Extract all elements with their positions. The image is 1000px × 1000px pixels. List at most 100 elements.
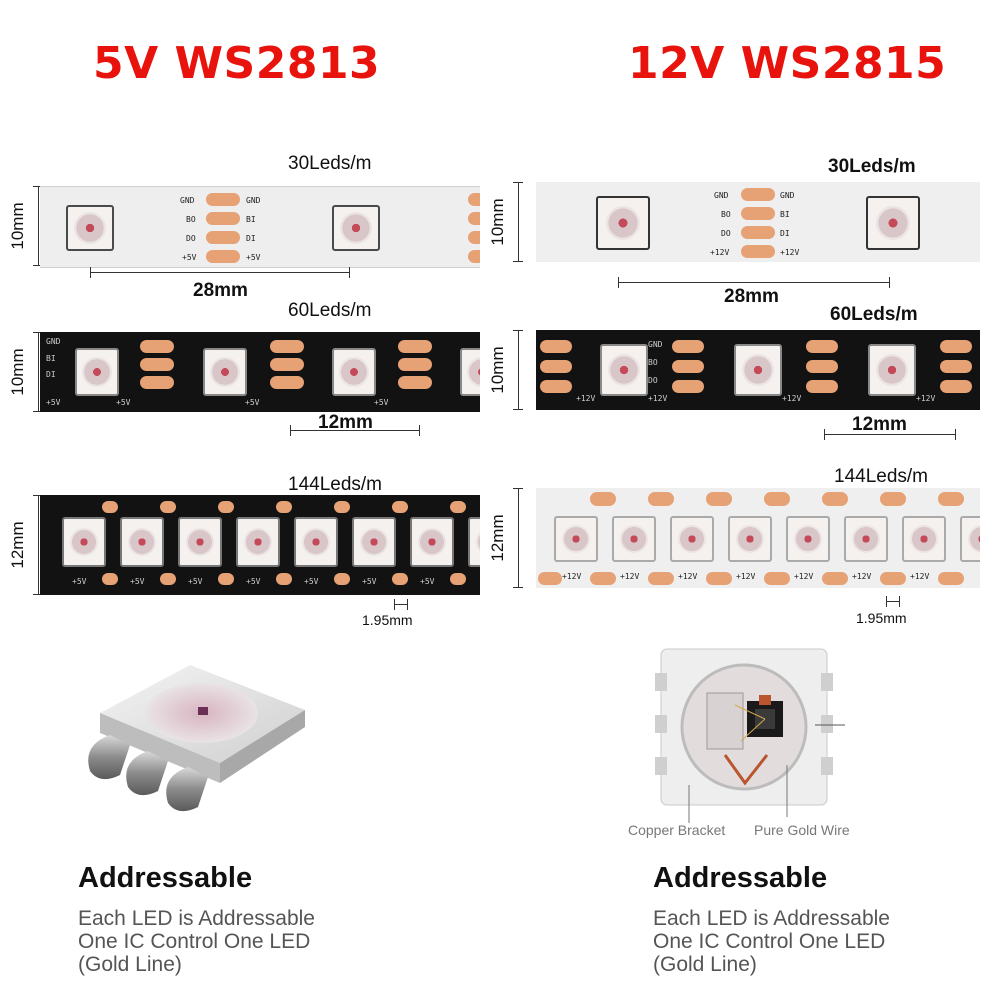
led-chip (902, 516, 946, 562)
right-strip-30: GND BO DO +12V GND BI DI +12V (536, 182, 980, 262)
left-pitch-60: 12mm (318, 412, 373, 433)
led-chip (844, 516, 888, 562)
pcb-label: +5V (130, 577, 145, 586)
pcb-label: +5V (245, 398, 260, 407)
pcb-label: +12V (782, 394, 802, 403)
led-chip (468, 517, 480, 567)
led-chip (554, 516, 598, 562)
pcb-label: +5V (246, 253, 261, 262)
led-internal-diagram (655, 648, 845, 823)
caption-pure-gold-wire: Pure Gold Wire (754, 822, 850, 838)
pcb-label: +5V (420, 577, 435, 586)
right-heading: Addressable (653, 862, 828, 894)
pcb-label: +5V (182, 253, 197, 262)
led-chip (612, 516, 656, 562)
pcb-label: +12V (678, 572, 698, 581)
right-width-144: 12mm (488, 514, 507, 562)
pcb-label: BO (186, 215, 196, 224)
pcb-label: +12V (780, 248, 800, 257)
left-strip-144: +5V +5V +5V +5V +5V +5V +5V (40, 495, 480, 595)
pcb-label: +12V (916, 394, 936, 403)
pcb-label: +12V (910, 572, 930, 581)
pcb-label: GND (714, 191, 729, 200)
left-gap-bar-144 (394, 599, 408, 610)
pcb-label: GND (648, 340, 663, 349)
right-density-144: 144Leds/m (834, 466, 929, 487)
pcb-label: GND (180, 196, 195, 205)
pcb-label: GND (246, 196, 261, 205)
pcb-label: GND (780, 191, 795, 200)
led-chip (728, 516, 772, 562)
led-chip (410, 517, 454, 567)
left-gap-144: 1.95mm (362, 612, 413, 628)
pcb-label: +5V (246, 577, 261, 586)
right-pitch-30: 28mm (724, 286, 779, 307)
led-chip (868, 344, 916, 396)
right-width-bar-144 (513, 488, 523, 588)
led-chip (734, 344, 782, 396)
left-heading: Addressable (78, 862, 253, 894)
left-title: 5V WS2813 (93, 38, 381, 89)
led-chip (352, 517, 396, 567)
left-strip-60: GND BI DI +5V +5V +5V +5V (40, 332, 480, 412)
pcb-label: BI (780, 210, 790, 219)
right-desc-3: (Gold Line) (653, 953, 757, 976)
pcb-label: BO (648, 358, 658, 367)
led-chip (62, 517, 106, 567)
pcb-label: +5V (116, 398, 131, 407)
right-desc-1: Each LED is Addressable (653, 907, 890, 930)
right-width-30: 10mm (488, 198, 507, 246)
led-chip (596, 196, 650, 250)
left-width-30: 10mm (8, 202, 27, 250)
pcb-label: +5V (188, 577, 203, 586)
left-density-30: 30Leds/m (288, 153, 372, 174)
led-chip (178, 517, 222, 567)
left-desc-3: (Gold Line) (78, 953, 182, 976)
caption-copper-bracket: Copper Bracket (628, 822, 726, 838)
right-strip-144: +12V +12V +12V +12V +12V +12V +12V (536, 488, 980, 588)
left-width-bar-60 (33, 332, 43, 412)
pcb-label: DI (780, 229, 790, 238)
pcb-label: BI (246, 215, 256, 224)
right-gap-bar-144 (886, 596, 900, 607)
right-desc-2: One IC Control One LED (653, 930, 886, 953)
pcb-label: +12V (648, 394, 668, 403)
led-chip-3d-illustration (88, 665, 305, 812)
pcb-label: +5V (46, 398, 61, 407)
led-chip (670, 516, 714, 562)
left-density-144: 144Leds/m (288, 474, 383, 495)
pcb-label: +5V (362, 577, 377, 586)
left-pitch-bar-60 (290, 425, 420, 436)
right-width-bar-60 (513, 330, 523, 410)
right-density-60: 60Leds/m (830, 304, 918, 325)
pcb-label: DI (46, 370, 56, 379)
led-chip (75, 348, 119, 396)
pcb-label: GND (46, 337, 61, 346)
led-chip (66, 205, 114, 251)
pcb-label: +12V (576, 394, 596, 403)
right-width-60: 10mm (488, 346, 507, 394)
pcb-label: DI (246, 234, 256, 243)
led-chip (120, 517, 164, 567)
left-width-144: 12mm (8, 521, 27, 569)
pcb-label: DO (721, 229, 731, 238)
pcb-label: +12V (710, 248, 730, 257)
right-width-bar-30 (513, 182, 523, 262)
led-chip (866, 196, 920, 250)
right-pitch-bar-30 (618, 277, 890, 288)
led-chip (203, 348, 247, 396)
right-strip-60: GND BO DO +12V +12V +12V +12V (536, 330, 980, 410)
left-pitch-bar-30 (90, 267, 350, 278)
right-pitch-bar-60 (824, 429, 956, 440)
pcb-label: +5V (374, 398, 389, 407)
left-pitch-30: 28mm (193, 280, 248, 301)
left-width-bar-144 (33, 495, 43, 595)
pcb-label: +5V (72, 577, 87, 586)
pcb-label: +12V (736, 572, 756, 581)
right-gap-144: 1.95mm (856, 610, 907, 626)
pcb-label: +12V (562, 572, 582, 581)
led-chip (332, 348, 376, 396)
pcb-label: DO (648, 376, 658, 385)
left-desc-1: Each LED is Addressable (78, 907, 315, 930)
led-chip (600, 344, 648, 396)
